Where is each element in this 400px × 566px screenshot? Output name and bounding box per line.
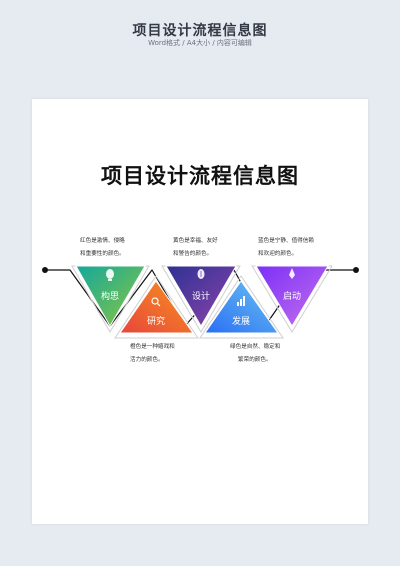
note-yellow: 黄色是幸福、友好 和警告的颜色。 [173, 238, 218, 257]
page-header: 项目设计流程信息图 Word格式 / A4大小 / 内容可编辑 [0, 0, 400, 60]
note-blue: 蓝色是宁静、值得信赖 和欢迎的颜色。 [258, 238, 314, 257]
step-1-idea: 构思 [75, 265, 146, 328]
step-label: 设计 [192, 290, 210, 302]
step-label: 研究 [147, 315, 165, 327]
step-label: 构思 [101, 290, 119, 302]
header-title: 项目设计流程信息图 [132, 23, 268, 39]
note-green: 绿色是自然、稳定和 繁荣的颜色。 [230, 344, 281, 363]
note-red: 红色是激情、侵略 和重要性的颜色。 [80, 238, 125, 257]
bulb-icon [106, 269, 114, 281]
flow-end-dot [353, 267, 359, 273]
flow-start-dot [42, 267, 48, 273]
step-4-develop: 发展 [204, 280, 279, 334]
rocket-icon [289, 268, 295, 279]
search-icon [151, 297, 161, 307]
step-5-launch: 启动 [255, 265, 329, 327]
header-subtitle: Word格式 / A4大小 / 内容可编辑 [148, 39, 252, 47]
document-title: 项目设计流程信息图 [101, 164, 299, 188]
step-3-design: 设计 [165, 265, 237, 327]
step-label: 发展 [232, 315, 250, 327]
chart-icon [237, 296, 245, 306]
step-2-research: 研究 [119, 280, 194, 334]
step-label: 启动 [283, 290, 301, 302]
note-orange: 橙色是一种嬉戏和 活力的颜色。 [130, 344, 175, 363]
pen-icon [197, 269, 205, 279]
